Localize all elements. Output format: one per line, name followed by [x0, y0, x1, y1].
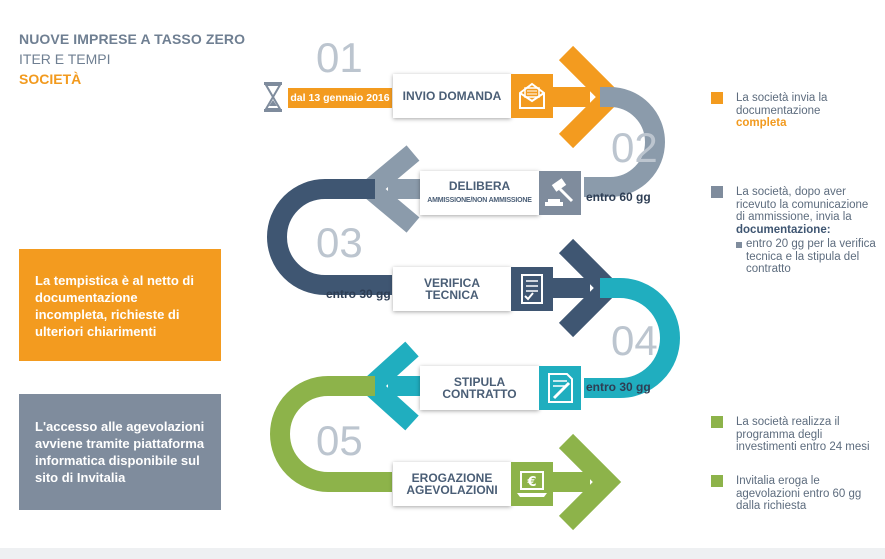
duration-label-2: entro 30 gg — [326, 287, 391, 301]
legend-marker-2 — [711, 186, 723, 198]
duration-label-3: entro 30 gg — [586, 380, 651, 394]
note-access-text: L'accesso alle agevolazioni avviene tram… — [35, 419, 205, 485]
envelope-icon — [519, 82, 545, 109]
step-icon-box-4 — [539, 366, 581, 410]
legend-marker-1 — [711, 92, 723, 104]
step-number-3: 03 — [316, 219, 363, 266]
note-timing-text: La tempistica è al netto di documentazio… — [35, 273, 194, 339]
note-access-box: L'accesso alle agevolazioni avviene tram… — [19, 394, 221, 510]
legend-text-1-highlight: completa — [736, 117, 787, 129]
flow-curve-2 — [267, 179, 392, 295]
legend-text-2-highlight: documentazione: — [736, 223, 831, 236]
legend-text-4: Invitalia eroga le agevolazioni entro 60… — [736, 475, 862, 512]
footer-bar — [0, 548, 885, 559]
step-label-3: VERIFICA TECNICA — [423, 276, 480, 302]
legend-text-1-main: La società invia la documentazione — [736, 92, 828, 117]
step-sublabel-2: AMMISSIONE/NON AMMISSIONE — [427, 196, 532, 204]
step-card-delibera: DELIBERA AMMISSIONE/NON AMMISSIONE — [420, 171, 539, 215]
note-timing-box: La tempistica è al netto di documentazio… — [19, 249, 221, 361]
page-category: SOCIETÀ — [19, 71, 82, 87]
flow-curve-3 — [584, 278, 680, 398]
step-icon-box-2 — [539, 171, 581, 215]
hourglass-icon — [264, 82, 282, 112]
gavel-icon — [545, 178, 574, 206]
legend-text-3: La società realizza il programma degli i… — [736, 416, 870, 453]
flow-arrow-5-head — [558, 433, 622, 531]
pen-document-icon — [548, 373, 573, 403]
step-icon-box-1 — [511, 74, 553, 118]
step-label-2: DELIBERA — [448, 178, 511, 193]
step-card-erogazione: EROGAZIONE AGEVOLAZIONI — [393, 462, 511, 506]
step-card-verifica-tecnica: VERIFICA TECNICA — [393, 267, 511, 311]
step-label-4: STIPULA CONTRATTO — [442, 375, 517, 401]
step-number-5: 05 — [316, 417, 363, 464]
step-card-stipula-contratto: STIPULA CONTRATTO — [420, 366, 539, 410]
flow-curve-1 — [584, 87, 665, 197]
start-date-badge: dal 13 gennaio 2016 — [288, 88, 392, 108]
step-card-invio-domanda: INVIO DOMANDA — [393, 74, 511, 118]
step-number-1: 01 — [316, 34, 363, 81]
legend-text-2-main: La società, dopo aver ricevuto la comuni… — [736, 186, 869, 223]
step-label-1: INVIO DOMANDA — [402, 89, 502, 103]
step-number-2: 02 — [611, 124, 658, 171]
legend-text-2-sub: entro 20 gg per la verifica tecnica e la… — [746, 238, 876, 275]
duration-label-1: entro 60 gg — [586, 190, 651, 204]
step-icon-box-3 — [511, 267, 553, 311]
legend-subbullet — [736, 242, 742, 248]
page-subtitle: ITER E TEMPI — [19, 51, 111, 67]
flow-curve-4 — [270, 376, 392, 492]
legend-marker-3 — [711, 416, 723, 428]
step-label-5: EROGAZIONE AGEVOLAZIONI — [406, 471, 498, 497]
checklist-icon — [521, 274, 543, 304]
svg-text:€: € — [526, 475, 536, 490]
step-number-4: 04 — [611, 317, 658, 364]
legend-text-1: La società invia la documentazione compl… — [736, 92, 871, 130]
page-title: NUOVE IMPRESE A TASSO ZERO — [19, 31, 246, 47]
legend-marker-4 — [711, 475, 723, 487]
euro-laptop-icon: € — [517, 471, 547, 497]
step-icon-box-5: € — [511, 462, 553, 506]
legend-text-2: La società, dopo aver ricevuto la comuni… — [736, 186, 876, 236]
